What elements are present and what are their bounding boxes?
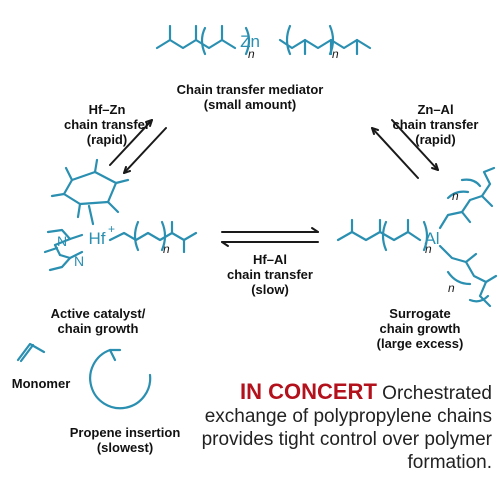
- propene-insertion-label: Propene insertion (slowest): [69, 425, 181, 455]
- mediator-subscript-right: n: [332, 47, 339, 61]
- hf-symbol: Hf: [89, 229, 106, 248]
- aluminum-surrogate-structure: [336, 166, 498, 308]
- zn-al-transfer-label: Zn–Al chain transfer (rapid): [392, 102, 479, 147]
- al-symbol: Al: [424, 229, 439, 248]
- equilibrium-arrows: [109, 119, 439, 247]
- amidinate-n-top: N: [57, 233, 67, 249]
- hafnium-catalyst-structure: [43, 158, 198, 272]
- amidinate-n-bottom: N: [74, 253, 84, 269]
- mediator-label: Chain transfer mediator (small amount): [176, 82, 324, 112]
- hf-al-transfer-label: Hf–Al chain transfer (slow): [227, 252, 313, 297]
- zn-mediator-structure: [155, 24, 372, 56]
- monomer-label: Monomer: [11, 376, 71, 391]
- caption-highlight: IN CONCERT: [240, 379, 377, 404]
- caption-text: Orchestrated exchange of polypropylene c…: [201, 383, 492, 473]
- figure-caption: IN CONCERT Orchestrated exchange of poly…: [192, 380, 492, 474]
- catalyst-subscript: n: [163, 242, 170, 256]
- surrogate-subscript-main: n: [425, 242, 432, 256]
- surrogate-growth-label: Surrogate chain growth (large excess): [376, 306, 464, 351]
- zn-symbol: Zn: [240, 32, 260, 51]
- surrogate-subscript-upper: n: [452, 189, 459, 203]
- propene-insertion-arrow: [89, 348, 152, 410]
- propene-structure: [16, 342, 46, 363]
- active-catalyst-label: Active catalyst/ chain growth: [50, 306, 146, 336]
- mediator-subscript-left: n: [248, 47, 255, 61]
- hf-charge: +: [108, 222, 115, 236]
- hf-zn-transfer-label: Hf–Zn chain transfer (rapid): [64, 102, 150, 147]
- surrogate-subscript-lower: n: [448, 281, 455, 295]
